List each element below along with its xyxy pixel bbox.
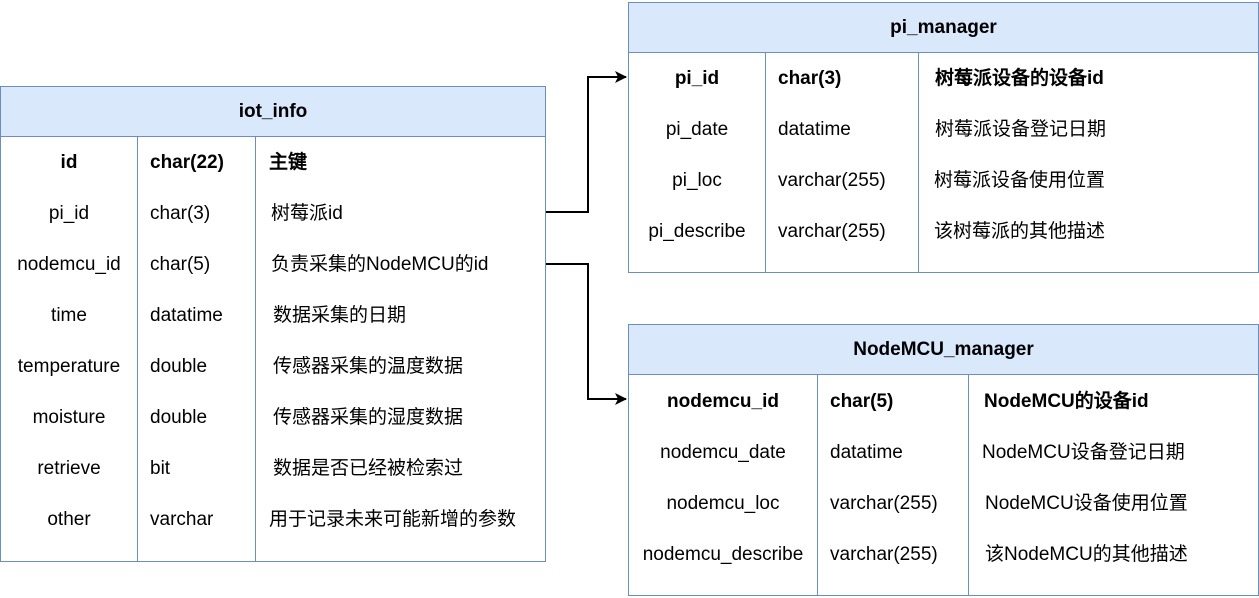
connector-pi-id-to-pi-manager (546, 71, 627, 213)
field-type: char(5) (830, 391, 894, 412)
field-description: 数据采集的日期 (273, 305, 407, 326)
column-divider (918, 53, 919, 272)
field-type: double (150, 356, 208, 377)
column-divider (137, 137, 138, 561)
field-description: 树莓派设备登记日期 (935, 119, 1107, 140)
connector-nodemcu-id-to-nodemcu-manager (546, 263, 627, 405)
column-divider (765, 53, 766, 272)
field-type: double (150, 407, 208, 428)
field-description: 用于记录未来可能新增的参数 (269, 509, 517, 530)
field-type: bit (150, 458, 171, 479)
table-iot-info[interactable]: iot_info id char(22) 主键 pi_id char(3) 树莓… (0, 86, 546, 562)
table-pi-manager[interactable]: pi_manager pi_id char(3) 树莓派设备的设备id pi_d… (628, 2, 1259, 273)
field-description: 数据是否已经被检索过 (273, 458, 464, 479)
field-name: other (47, 509, 91, 530)
field-type: datatime (150, 305, 223, 326)
field-description: 树莓派设备的设备id (935, 68, 1104, 89)
field-name: moisture (32, 407, 106, 428)
field-type: char(3) (778, 68, 842, 89)
field-type: datatime (778, 119, 851, 140)
field-name: id (60, 152, 78, 173)
field-name: nodemcu_date (660, 442, 786, 463)
field-description: 树莓派id (271, 203, 343, 224)
table-title-iot-info: iot_info (1, 87, 545, 137)
field-description: 该NodeMCU的其他描述 (985, 544, 1188, 565)
column-divider (968, 375, 969, 595)
field-type: varchar(255) (778, 170, 886, 191)
field-name: nodemcu_describe (642, 544, 804, 565)
field-name: pi_id (674, 68, 720, 89)
field-name: nodemcu_loc (666, 493, 780, 514)
field-type: datatime (830, 442, 903, 463)
column-divider (255, 137, 256, 561)
field-name: nodemcu_id (667, 391, 779, 412)
field-description: NodeMCU设备登记日期 (982, 442, 1185, 463)
field-name: pi_loc (672, 170, 722, 191)
field-name: retrieve (37, 458, 101, 479)
field-description: 负责采集的NodeMCU的id (271, 254, 489, 275)
field-description: NodeMCU的设备id (984, 391, 1149, 412)
field-type: char(3) (150, 203, 211, 224)
field-description: 该树莓派的其他描述 (934, 221, 1106, 242)
field-type: char(22) (150, 152, 224, 173)
field-description: NodeMCU设备使用位置 (985, 493, 1188, 514)
field-description: 树莓派设备使用位置 (934, 170, 1106, 191)
field-type: varchar(255) (778, 221, 886, 242)
field-name: nodemcu_id (17, 254, 121, 275)
column-divider (817, 375, 818, 595)
field-name: temperature (17, 356, 121, 377)
field-name: pi_date (665, 119, 729, 140)
field-description: 传感器采集的湿度数据 (273, 407, 464, 428)
field-name: time (51, 305, 87, 326)
table-nodemcu-manager[interactable]: NodeMCU_manager nodemcu_id char(5) NodeM… (628, 324, 1259, 596)
field-description: 主键 (269, 152, 308, 173)
field-description: 传感器采集的温度数据 (273, 356, 464, 377)
field-type: varchar(255) (830, 544, 938, 565)
field-type: varchar(255) (830, 493, 938, 514)
table-title-nodemcu-manager: NodeMCU_manager (629, 325, 1258, 375)
field-type: char(5) (150, 254, 211, 275)
table-title-pi-manager: pi_manager (629, 3, 1258, 53)
field-name: pi_id (48, 203, 90, 224)
field-type: varchar (150, 509, 214, 530)
field-name: pi_describe (648, 221, 746, 242)
